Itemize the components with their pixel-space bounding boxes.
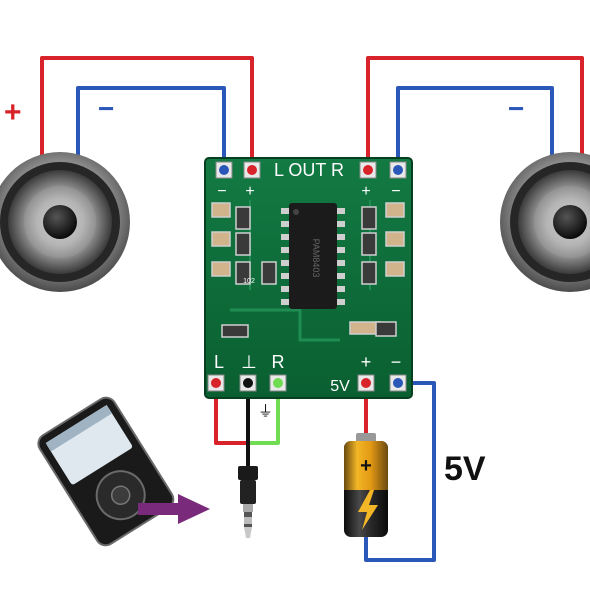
out-right-minus: −: [391, 183, 400, 200]
chip-marking: PAM8403: [311, 239, 321, 278]
ground-symbol: ⏚: [258, 402, 273, 420]
svg-text:+: +: [360, 455, 372, 477]
smd-component: [361, 261, 377, 285]
smd-component: [385, 202, 405, 218]
left-speaker-minus-sign: −: [98, 93, 114, 124]
audio-player-icon: [37, 396, 175, 547]
input-left-label: L: [214, 352, 224, 372]
power-plus-label: +: [361, 352, 372, 372]
smd-component: [261, 261, 277, 285]
chip-pin: [281, 299, 289, 305]
chip-pin: [337, 234, 345, 240]
battery-voltage-label: 5V: [444, 450, 486, 488]
output-label: L OUT R: [274, 160, 344, 180]
power-label: 5V: [330, 378, 350, 395]
power-minus-label: −: [391, 352, 402, 372]
chip-pin: [281, 273, 289, 279]
out-left-plus: +: [245, 183, 254, 200]
chip-pin: [281, 247, 289, 253]
chip-pin: [281, 221, 289, 227]
chip-pin: [337, 299, 345, 305]
resistor-code: 102: [243, 278, 255, 285]
smd-component: [235, 232, 251, 256]
smd-component: [211, 202, 231, 218]
smd-component: [221, 324, 249, 338]
smd-components: [211, 202, 405, 338]
smd-component: [385, 261, 405, 277]
input-right-label: R: [272, 352, 285, 372]
left-speaker-wires: [40, 56, 254, 172]
smd-component: [361, 232, 377, 256]
smd-component: [235, 206, 251, 230]
chip-pin: [337, 286, 345, 292]
chip-pin: [337, 247, 345, 253]
left-speaker-icon: [0, 152, 130, 292]
battery-icon: +: [344, 433, 388, 537]
out-left-minus: −: [217, 183, 226, 200]
chip-pin: [281, 208, 289, 214]
arrow-icon: [138, 494, 210, 524]
chip-pins: [281, 208, 345, 305]
smd-component: [361, 206, 377, 230]
smd-component: [385, 231, 405, 247]
chip-pin: [281, 286, 289, 292]
left-speaker-plus-sign: +: [4, 96, 22, 129]
chip-pin: [281, 260, 289, 266]
audio-jack-icon: [238, 466, 258, 538]
smd-component: [375, 321, 397, 337]
right-speaker-icon: [500, 152, 590, 292]
right-speaker-wires: [366, 56, 584, 172]
chip-pin: [337, 260, 345, 266]
amplifier-board: PAM8403 102 L OUT R − + + − L ⊥ R + − 5V: [204, 157, 413, 399]
input-ground-label: ⊥: [241, 352, 257, 372]
smd-component: [235, 261, 251, 285]
right-speaker-minus-sign: −: [508, 93, 524, 124]
amplifier-chip: PAM8403: [289, 203, 337, 309]
smd-component: [211, 231, 231, 247]
chip-pin: [337, 208, 345, 214]
chip-pin: [337, 221, 345, 227]
out-right-plus: +: [361, 183, 370, 200]
chip-pin: [281, 234, 289, 240]
smd-component: [211, 261, 231, 277]
chip-pin: [337, 273, 345, 279]
